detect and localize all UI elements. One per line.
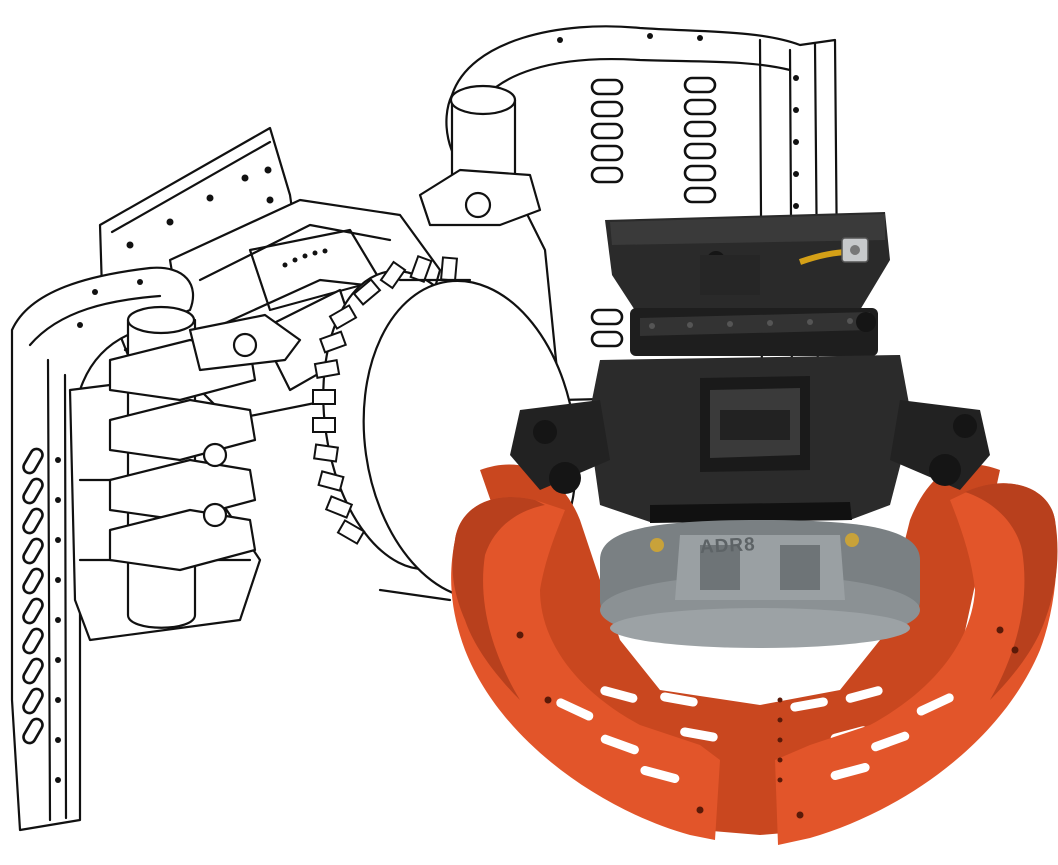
drawing-back-jaw-holes (557, 33, 799, 209)
drawing-front-jaw-slots (22, 447, 44, 745)
drawing-back-jaw-slots (590, 76, 717, 348)
photo-body-frame (510, 355, 990, 523)
drawing-rotator-disc (312, 254, 578, 602)
hydraulic-fitting (799, 237, 869, 265)
line-drawing-grapple (10, 25, 840, 832)
photo-left-jaw-slots (556, 698, 680, 783)
photo-rotator-housing: ADR8 (600, 520, 920, 648)
casting-stamp: ADR8 (699, 534, 756, 558)
drawing-front-jaw-holes (55, 279, 143, 783)
rotator-teeth (312, 254, 459, 545)
photo-right-jaw (775, 483, 1058, 845)
photo-mount-head (605, 212, 890, 356)
photo-right-jaw-slots (830, 693, 954, 780)
photo-grapple: ADR8 (451, 212, 1058, 845)
photo-left-jaw (451, 496, 720, 840)
drawing-left-cylinder (108, 305, 302, 629)
